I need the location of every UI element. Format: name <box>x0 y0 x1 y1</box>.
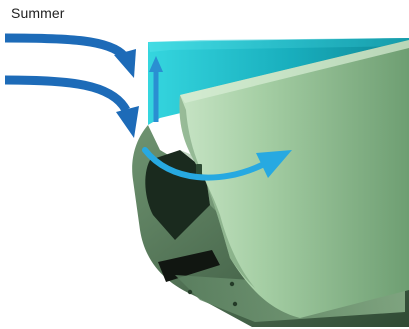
inflow-arrow-lower <box>5 80 139 138</box>
season-label: Summer <box>11 5 65 21</box>
inflow-arrow-upper <box>5 38 136 78</box>
